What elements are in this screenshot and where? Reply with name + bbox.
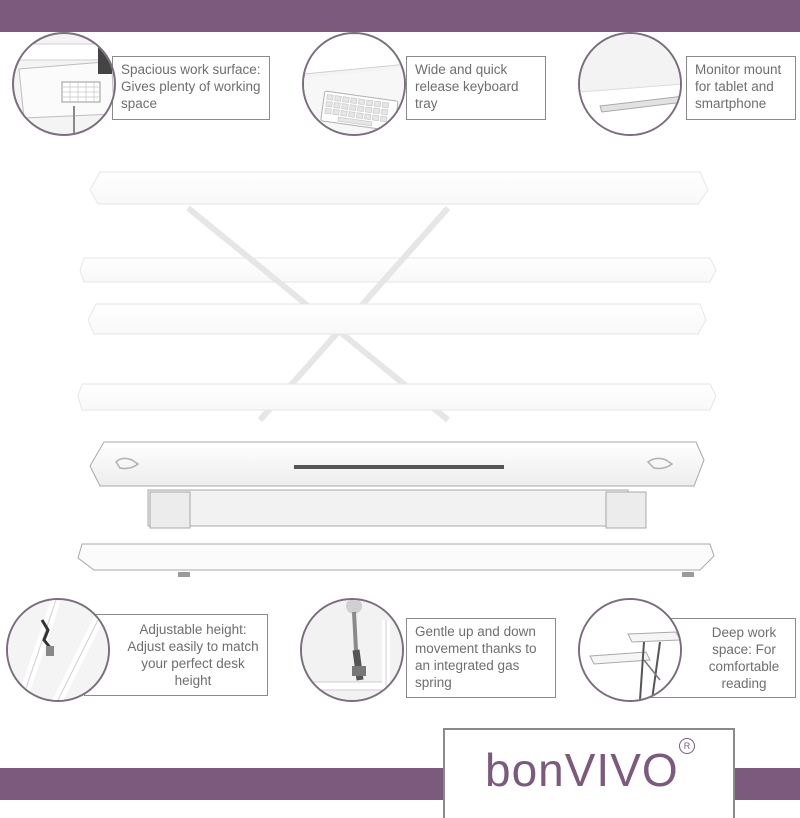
monitor-slot-icon	[578, 32, 682, 136]
feature-text: Monitor mount for tablet and smartphone	[695, 62, 782, 111]
feature-callout: Adjustable height: Adjust easily to matc…	[84, 614, 268, 696]
feature-text: Wide and quick release keyboard tray	[415, 62, 519, 111]
logo-wordmark: bonVIVO	[485, 744, 679, 796]
feature-text: Gentle up and down movement thanks to an…	[415, 624, 537, 690]
feature-callout: Spacious work surface: Gives plenty of w…	[112, 56, 270, 120]
feature-text: Adjustable height: Adjust easily to matc…	[127, 622, 259, 688]
standing-desk-converter-image	[77, 171, 717, 577]
gas-spring-icon	[300, 598, 404, 702]
deep-workspace-icon	[578, 598, 682, 702]
feature-callout: Gentle up and down movement thanks to an…	[406, 618, 556, 698]
keyboard-desk-icon	[12, 32, 116, 136]
feature-callout: Wide and quick release keyboard tray	[406, 56, 546, 120]
feature-text: Spacious work surface: Gives plenty of w…	[121, 62, 261, 111]
brand-logo: bonVIVO R	[443, 728, 735, 818]
logo-word-end: VIVO	[564, 744, 679, 796]
height-frame-icon	[6, 598, 110, 702]
registered-mark: R	[679, 738, 695, 754]
feature-text: Deep work space: For comfortable reading	[708, 625, 780, 691]
logo-word-start: bon	[485, 744, 565, 796]
feature-callout: Monitor mount for tablet and smartphone	[686, 56, 796, 120]
keyboard-icon	[302, 32, 406, 136]
top-banner	[0, 0, 800, 32]
